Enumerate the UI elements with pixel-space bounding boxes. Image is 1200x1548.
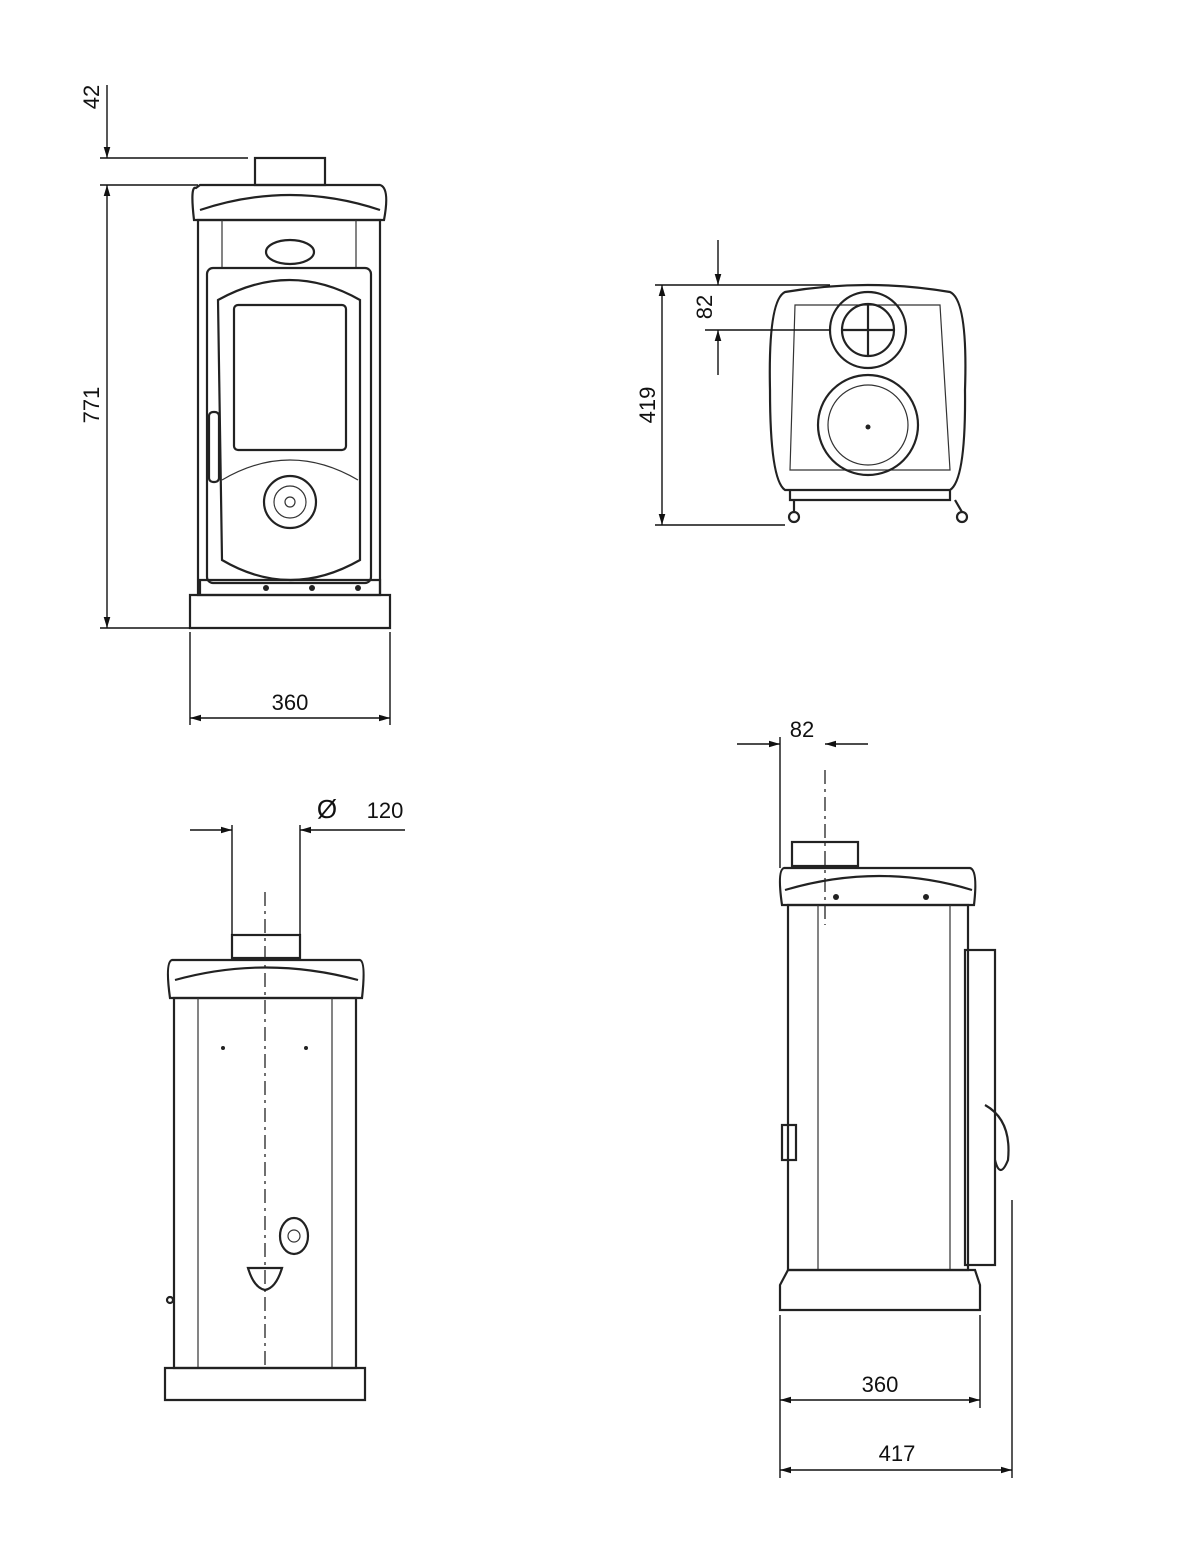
door-frame [205,266,373,585]
flue-pipe [230,933,302,960]
base [163,1366,367,1402]
side-view [778,770,1010,1312]
flue-pipe [253,156,327,187]
dim-side-depth: 360 [862,1372,899,1397]
front-dimensions: 42 771 360 [79,85,391,725]
hinge [780,1123,798,1162]
dim-side-flue-offset: 82 [790,717,814,742]
dim-flue-offset: 82 [692,295,717,319]
base [778,1268,982,1312]
front-view [188,156,392,630]
top-plate [816,373,920,477]
top-cap [778,866,977,907]
top-outline [768,283,967,492]
dim-height: 771 [79,387,104,424]
door [963,948,997,1267]
dim-width: 360 [272,690,309,715]
dim-flue-height: 42 [79,85,104,109]
ash-symbol [246,1266,284,1292]
top-view [768,283,969,524]
back-dimensions: Ø 120 [190,794,405,935]
side-dimensions: 82 360 417 [737,717,1013,1478]
back-view [163,892,367,1402]
flue-pipe [790,840,860,868]
glass-window [232,303,348,452]
top-cap [191,183,388,222]
air-inlet [278,1216,310,1256]
diameter-symbol: Ø [317,794,337,824]
body [786,903,970,1272]
logo-plate [264,238,316,266]
door-handle [984,1104,1010,1172]
dim-total-depth: 417 [879,1441,916,1466]
dim-depth: 419 [635,387,660,424]
top-cap [166,958,365,1000]
air-control-icon [262,474,318,530]
dim-flue-diameter: 120 [367,798,404,823]
door-handle [207,410,221,484]
body [196,218,382,597]
door [216,279,362,581]
base [188,578,392,630]
top-dimensions: 419 82 [635,240,830,526]
